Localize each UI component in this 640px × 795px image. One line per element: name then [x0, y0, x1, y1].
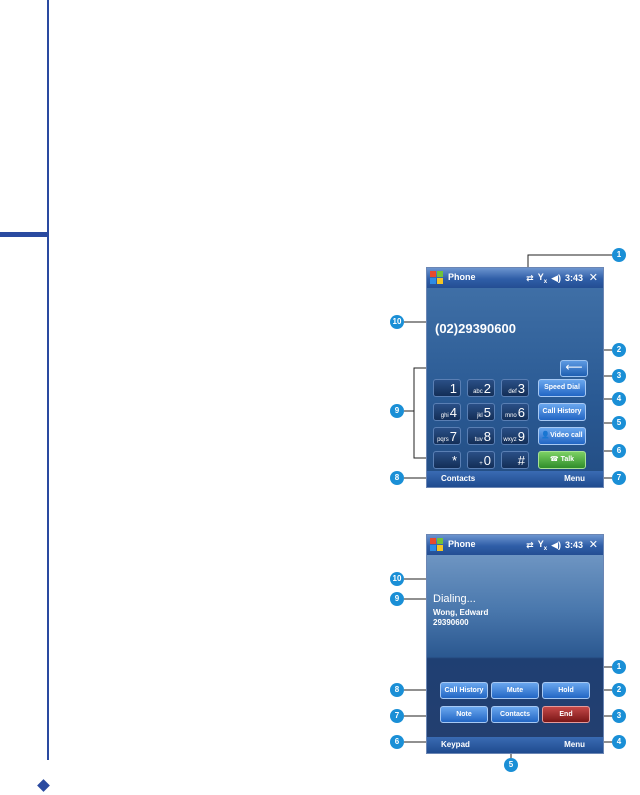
call-history-button[interactable]: Call History — [440, 682, 488, 699]
key-4[interactable]: ghi4 — [433, 403, 461, 421]
mute-button[interactable]: Mute — [491, 682, 539, 699]
callout-3: 3 — [612, 709, 626, 723]
callout-1: 1 — [612, 248, 626, 262]
caller-name: Wong, Edward — [433, 608, 488, 617]
sync-icon[interactable]: ⇄ — [526, 273, 534, 284]
close-icon[interactable]: ✕ — [589, 271, 598, 284]
callout-1: 1 — [612, 660, 626, 674]
call-status: Dialing... — [433, 593, 476, 605]
speaker-icon[interactable]: ◀) — [551, 540, 561, 551]
speed-dial-button[interactable]: Speed Dial — [538, 379, 586, 397]
soft-key-bar: Contacts Menu — [427, 471, 603, 487]
title-bar: Phone ⇄ Yx ◀) 3:43 ✕ — [427, 268, 603, 288]
callout-6: 6 — [612, 444, 626, 458]
callout-4: 4 — [612, 735, 626, 749]
soft-key-bar: Keypad Menu — [427, 737, 603, 753]
dialer-screen: Phone ⇄ Yx ◀) 3:43 ✕ (02)29390600 ⟵ 1 ab… — [427, 268, 603, 487]
key-6[interactable]: mno6 — [501, 403, 529, 421]
callout-3: 3 — [612, 369, 626, 383]
softkey-menu[interactable]: Menu — [564, 474, 585, 483]
key-star[interactable]: * — [433, 451, 461, 469]
key-1[interactable]: 1 — [433, 379, 461, 397]
callout-5: 5 — [612, 416, 626, 430]
softkey-keypad[interactable]: Keypad — [441, 740, 470, 749]
window-title: Phone — [448, 272, 476, 282]
end-call-button[interactable]: End — [542, 706, 590, 723]
signal-icon[interactable]: Yx — [538, 272, 547, 285]
callout-2: 2 — [612, 343, 626, 357]
callout-10: 10 — [390, 572, 404, 586]
callout-9: 9 — [390, 404, 404, 418]
dialing-screen: Phone ⇄ Yx ◀) 3:43 ✕ Dialing... Wong, Ed… — [427, 535, 603, 753]
close-icon[interactable]: ✕ — [589, 538, 598, 551]
callout-2: 2 — [612, 683, 626, 697]
talk-label: Talk — [561, 456, 575, 463]
backspace-icon: ⟵ — [565, 360, 582, 374]
dialed-number: (02)29390600 — [435, 321, 516, 336]
caller-number: 29390600 — [433, 618, 469, 627]
window-title: Phone — [448, 539, 476, 549]
status-icons: ⇄ Yx ◀) 3:43 — [526, 539, 583, 552]
key-9[interactable]: wxyz9 — [501, 427, 529, 445]
callout-4: 4 — [612, 392, 626, 406]
clock[interactable]: 3:43 — [565, 273, 583, 283]
signal-icon[interactable]: Yx — [538, 539, 547, 552]
video-call-label: Video call — [550, 432, 583, 439]
softkey-contacts[interactable]: Contacts — [441, 474, 475, 483]
callout-7: 7 — [390, 709, 404, 723]
callout-8: 8 — [390, 683, 404, 697]
key-hash[interactable]: # — [501, 451, 529, 469]
video-call-button[interactable]: 👤Video call — [538, 427, 586, 445]
backspace-button[interactable]: ⟵ — [560, 360, 588, 377]
softkey-menu[interactable]: Menu — [564, 740, 585, 749]
callout-9: 9 — [390, 592, 404, 606]
title-bar: Phone ⇄ Yx ◀) 3:43 ✕ — [427, 535, 603, 555]
key-2[interactable]: abc2 — [467, 379, 495, 397]
key-0[interactable]: +0 — [467, 451, 495, 469]
call-history-button[interactable]: Call History — [538, 403, 586, 421]
contacts-button[interactable]: Contacts — [491, 706, 539, 723]
note-button[interactable]: Note — [440, 706, 488, 723]
key-3[interactable]: def3 — [501, 379, 529, 397]
speaker-icon[interactable]: ◀) — [551, 273, 561, 284]
sync-icon[interactable]: ⇄ — [526, 540, 534, 551]
key-8[interactable]: tuv8 — [467, 427, 495, 445]
callout-7: 7 — [612, 471, 626, 485]
call-panel: Dialing... Wong, Edward 29390600 Call Hi… — [427, 555, 603, 737]
clock[interactable]: 3:43 — [565, 540, 583, 550]
callout-6: 6 — [390, 735, 404, 749]
handset-icon: ☎ — [550, 456, 561, 463]
talk-button[interactable]: ☎ Talk — [538, 451, 586, 469]
callout-10: 10 — [390, 315, 404, 329]
start-menu-icon[interactable] — [430, 538, 444, 552]
callout-5: 5 — [504, 758, 518, 772]
key-5[interactable]: jkl5 — [467, 403, 495, 421]
person-icon: 👤 — [541, 432, 550, 439]
callout-8: 8 — [390, 471, 404, 485]
dialer-panel: (02)29390600 ⟵ 1 abc2 def3 ghi4 jkl5 mno… — [427, 288, 603, 471]
key-7[interactable]: pqrs7 — [433, 427, 461, 445]
hold-button[interactable]: Hold — [542, 682, 590, 699]
status-icons: ⇄ Yx ◀) 3:43 — [526, 272, 583, 285]
start-menu-icon[interactable] — [430, 271, 444, 285]
